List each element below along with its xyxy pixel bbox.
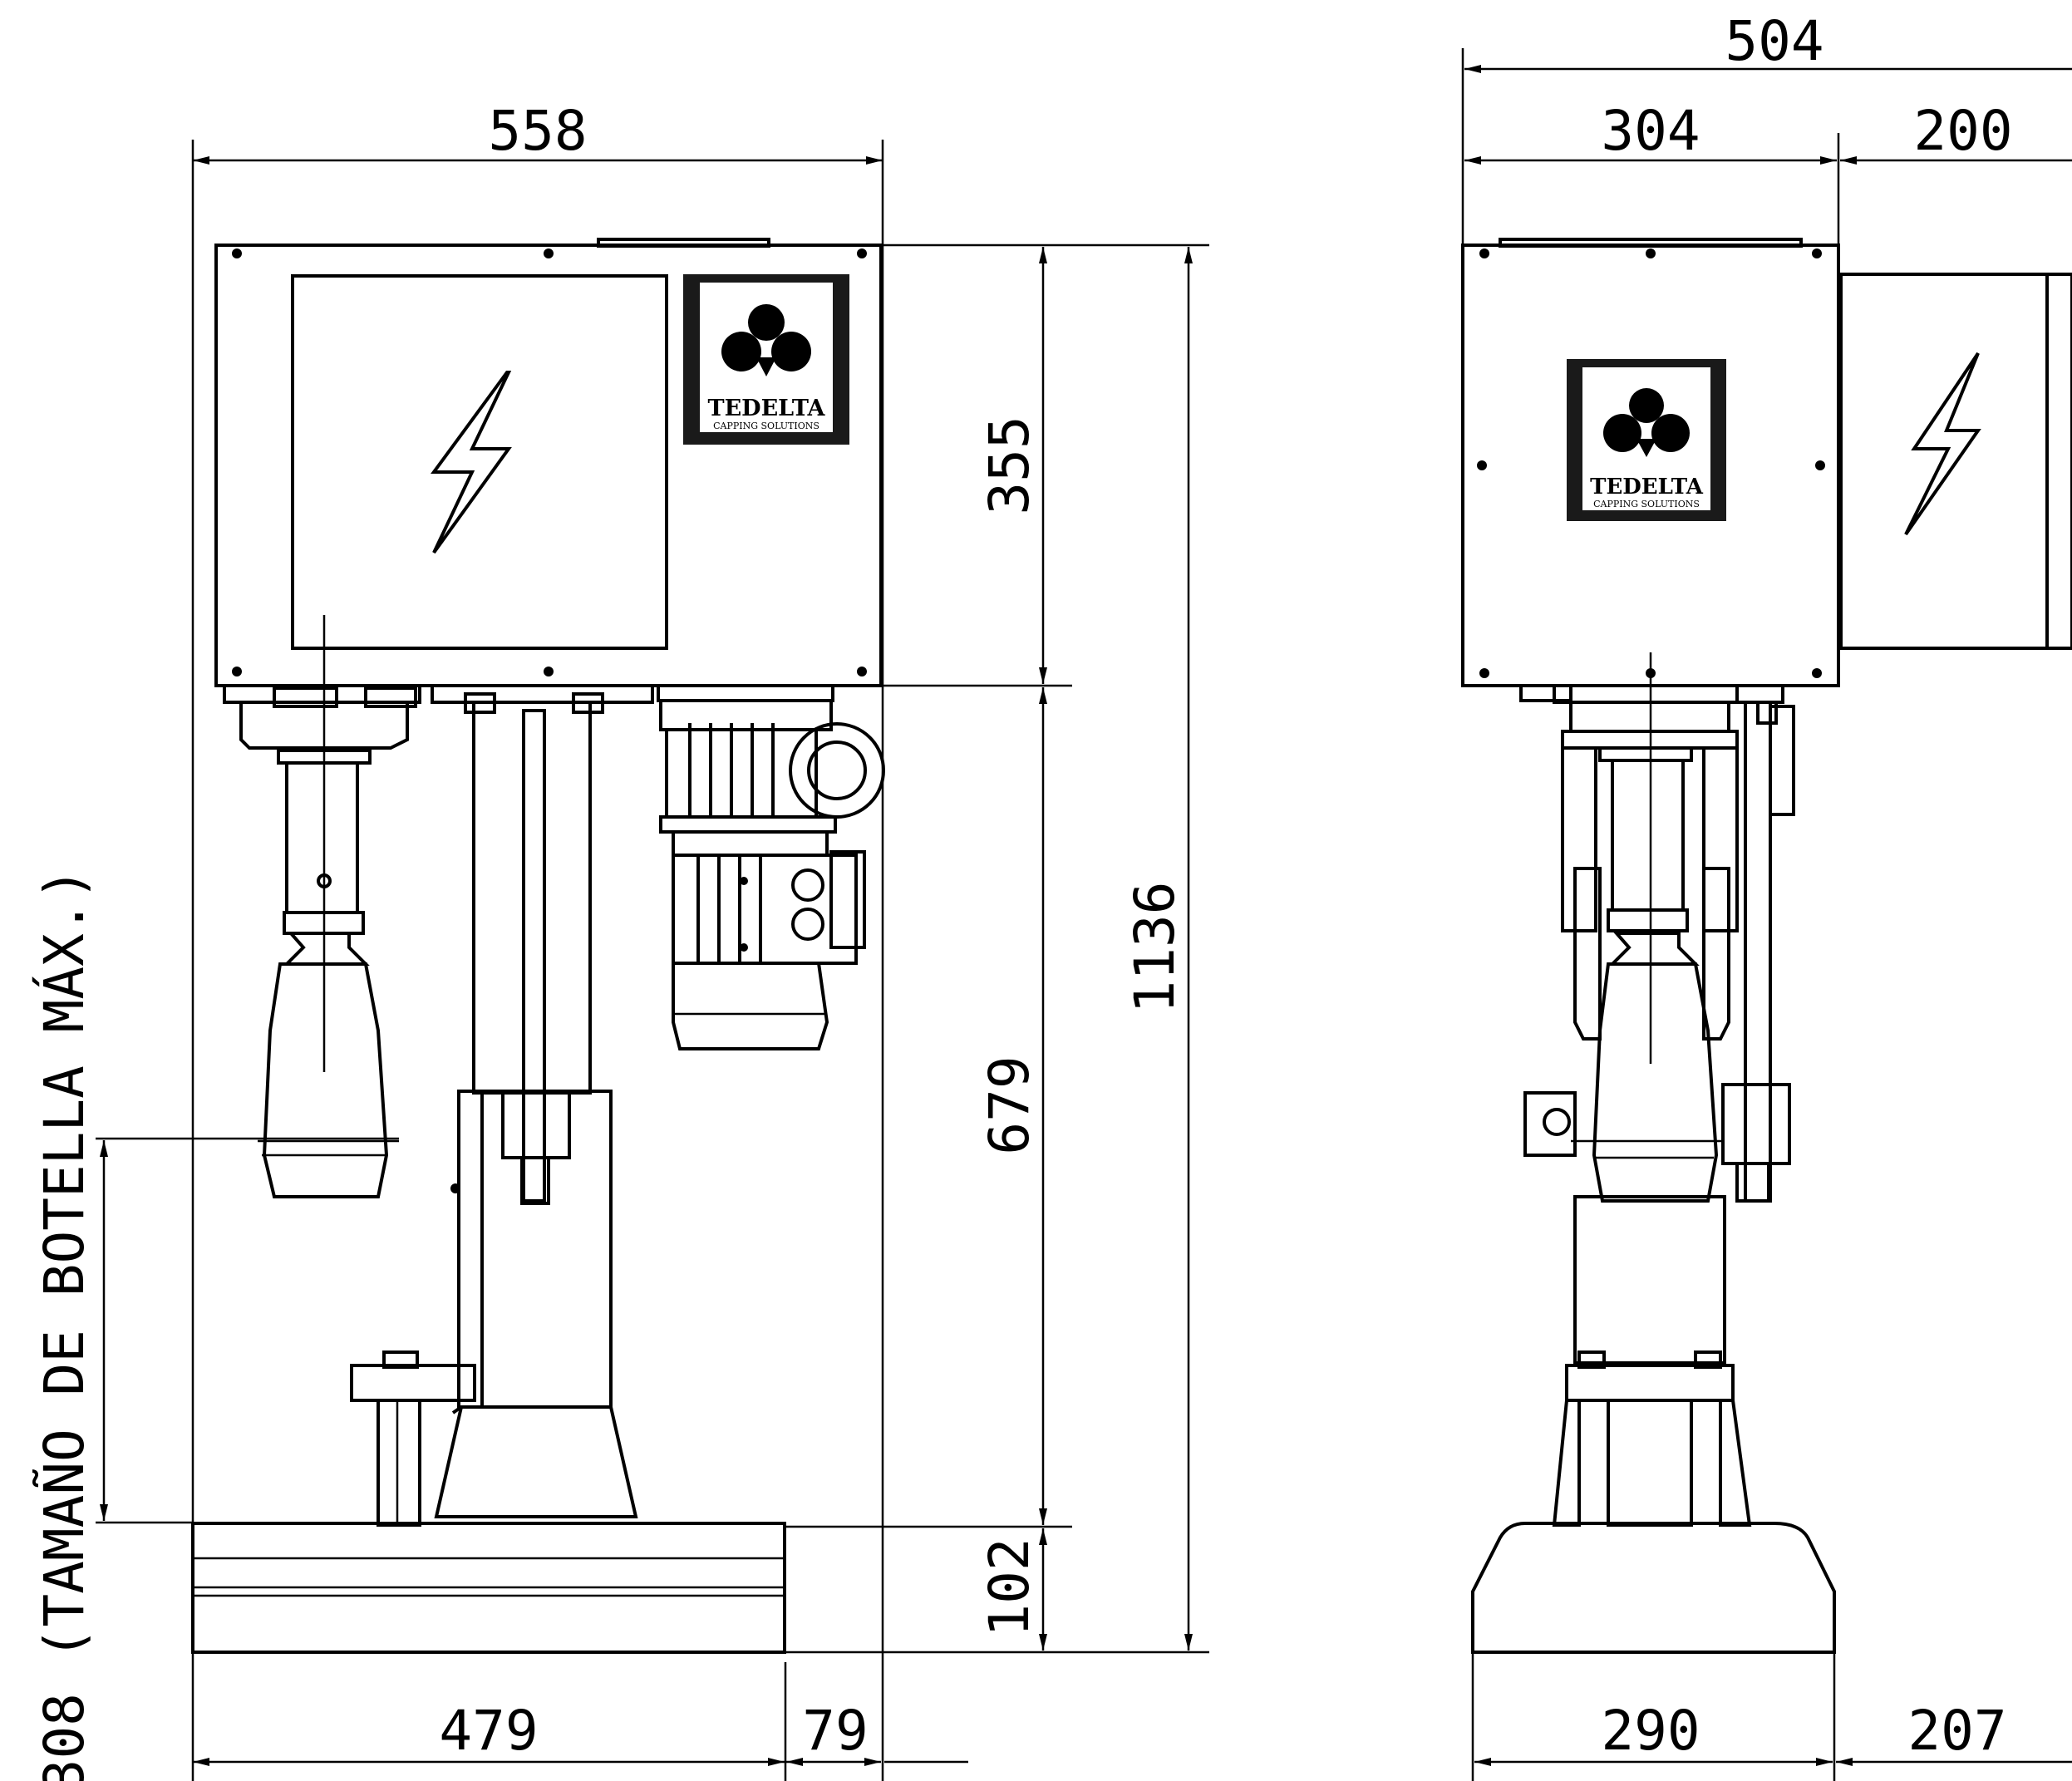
dim-base-height: 102 — [977, 1537, 1041, 1636]
dim-base-width: 479 — [439, 1699, 538, 1763]
dim-base-depth: 290 — [1601, 1699, 1700, 1763]
dim-bottle-max: 308 (TAMAÑO DE BOTELLA MÁX.) — [32, 868, 96, 1781]
front-dimensions: 558 355 679 1136 102 308 (TAMAÑO DE BOTE… — [32, 99, 1193, 1781]
drive-motor — [659, 699, 885, 1050]
machine-base — [191, 1522, 786, 1654]
logo-tagline: CAPPING SOLUTIONS — [713, 421, 819, 431]
lightning-bolt-icon — [431, 371, 512, 554]
side-view: TEDELTA CAPPING SOLUTIONS — [1461, 9, 2072, 1781]
logo-brand: TEDELTA — [707, 396, 825, 421]
side-handwheel — [1721, 701, 1795, 1203]
cabinet-screws — [232, 248, 867, 676]
dim-cabinet-height: 355 — [977, 416, 1041, 514]
control-cabinet: TEDELTA CAPPING SOLUTIONS — [214, 238, 883, 1072]
front-view: TEDELTA CAPPING SOLUTIONS — [32, 99, 1209, 1781]
dim-panel-depth: 200 — [1913, 99, 2012, 163]
side-electrical-panel — [1839, 273, 2072, 650]
side-capping-head — [1519, 684, 1784, 1203]
column — [434, 701, 638, 1518]
dim-overall-width: 558 — [488, 99, 587, 163]
logo-tagline: CAPPING SOLUTIONS — [1593, 499, 1700, 509]
dim-rear-offset: 207 — [1907, 1699, 2006, 1763]
bottle-guide — [350, 1351, 476, 1527]
electrical-panel-door — [291, 274, 668, 650]
capping-head — [223, 684, 834, 1198]
dim-overall-depth: 504 — [1725, 9, 1823, 73]
tedelta-logo-icon: TEDELTA CAPPING SOLUTIONS — [683, 274, 849, 445]
dim-cabinet-depth: 304 — [1601, 99, 1700, 163]
lightning-bolt-icon — [1904, 352, 1981, 536]
dim-offset: 79 — [802, 1699, 868, 1763]
side-dimensions: 504 304 200 290 207 — [1464, 9, 2072, 1766]
dim-column-height: 679 — [977, 1055, 1041, 1154]
dim-overall-height: 1136 — [1123, 882, 1187, 1014]
side-base — [1471, 1522, 1836, 1654]
tedelta-logo-icon: TEDELTA CAPPING SOLUTIONS — [1567, 359, 1726, 521]
side-cabinet: TEDELTA CAPPING SOLUTIONS — [1461, 238, 1840, 1064]
logo-brand: TEDELTA — [1590, 475, 1704, 499]
